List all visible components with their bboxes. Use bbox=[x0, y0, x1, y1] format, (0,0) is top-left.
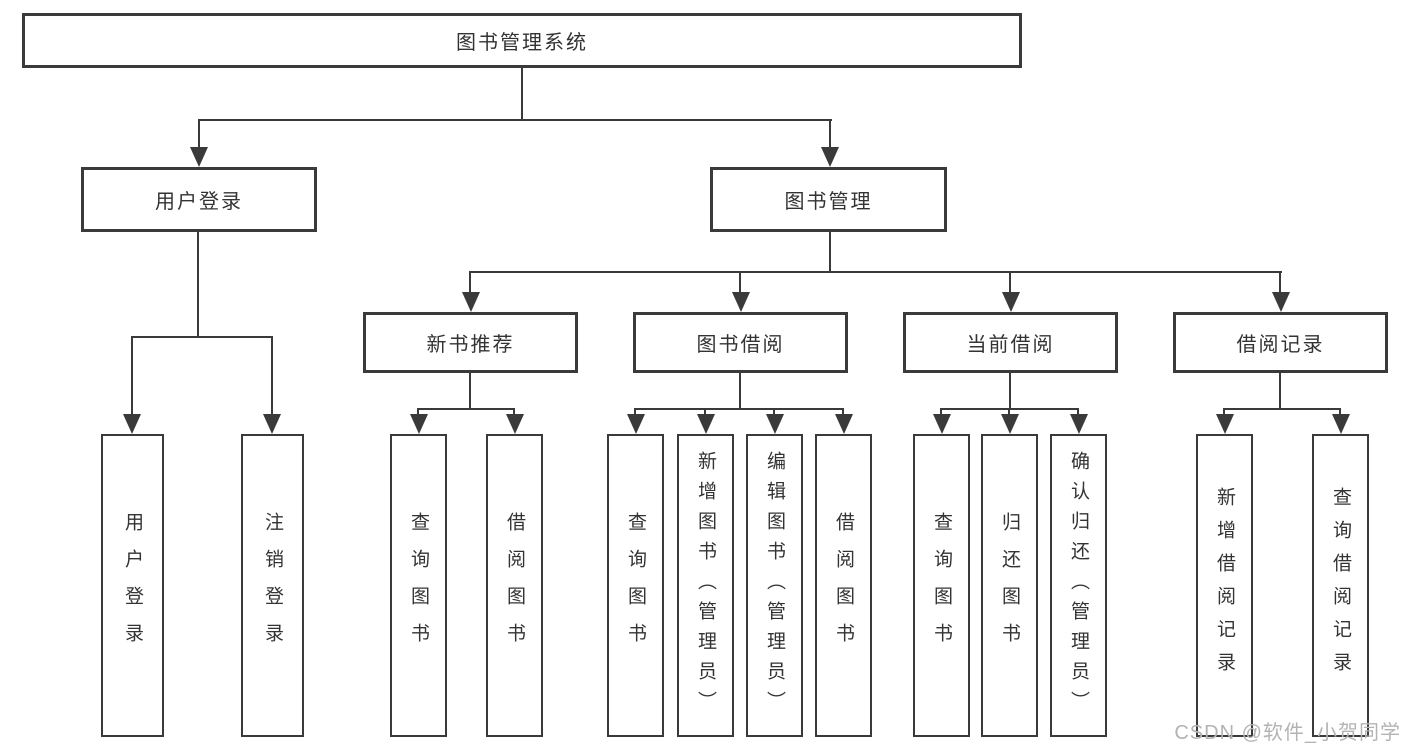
arrowhead bbox=[263, 414, 281, 434]
node-query-books-1: 查询图书 bbox=[390, 434, 447, 737]
connector-line bbox=[469, 271, 471, 294]
node-label: 新增借阅记录 bbox=[1214, 486, 1235, 685]
node-label: 查询图书 bbox=[625, 511, 646, 660]
node-user-login: 用户登录 bbox=[81, 167, 317, 232]
node-label: 用户登录 bbox=[122, 511, 143, 660]
arrowhead bbox=[1272, 292, 1290, 312]
connector-line bbox=[1339, 408, 1341, 417]
arrowhead bbox=[766, 414, 784, 434]
connector-line bbox=[773, 408, 775, 417]
connector-line bbox=[131, 336, 273, 338]
node-library-system: 图书管理系统 bbox=[22, 13, 1022, 68]
node-borrow-books-1: 借阅图书 bbox=[486, 434, 543, 737]
arrowhead bbox=[933, 414, 951, 434]
node-query-borrow-record: 查询借阅记录 bbox=[1312, 434, 1369, 737]
arrowhead bbox=[835, 414, 853, 434]
connector-line bbox=[634, 408, 636, 417]
node-borrowing-records: 借阅记录 bbox=[1173, 312, 1388, 373]
connector-line bbox=[1008, 408, 1010, 417]
connector-line bbox=[198, 119, 832, 121]
arrowhead bbox=[821, 147, 839, 167]
connector-line bbox=[417, 408, 419, 417]
node-label: 新书推荐 bbox=[426, 334, 515, 356]
node-label: 借阅记录 bbox=[1236, 334, 1325, 356]
connector-line bbox=[513, 408, 515, 417]
node-borrow-books-2: 借阅图书 bbox=[815, 434, 872, 737]
node-confirm-return-admin: 确认归还（管理员） bbox=[1050, 434, 1107, 737]
connector-line bbox=[469, 271, 1282, 273]
connector-line bbox=[842, 408, 844, 417]
connector-line bbox=[704, 408, 706, 417]
connector-line bbox=[634, 408, 844, 410]
node-query-books-3: 查询图书 bbox=[913, 434, 970, 737]
node-add-borrow-record: 新增借阅记录 bbox=[1196, 434, 1253, 737]
connector-line bbox=[739, 271, 741, 294]
node-logout: 注销登录 bbox=[241, 434, 304, 737]
node-new-book-recommendation: 新书推荐 bbox=[363, 312, 578, 373]
node-label: 查询图书 bbox=[408, 511, 429, 660]
node-return-books: 归还图书 bbox=[981, 434, 1038, 737]
node-label: 借阅图书 bbox=[504, 511, 525, 660]
node-label: 归还图书 bbox=[999, 511, 1020, 660]
node-label: 查询图书 bbox=[931, 511, 952, 660]
connector-line bbox=[198, 119, 200, 149]
connector-line bbox=[1009, 373, 1011, 410]
node-label: 查询借阅记录 bbox=[1330, 486, 1351, 685]
node-add-books-admin: 新增图书（管理员） bbox=[677, 434, 734, 737]
connector-line bbox=[1279, 373, 1281, 410]
arrowhead bbox=[190, 147, 208, 167]
node-label: 编辑图书（管理员） bbox=[764, 450, 785, 721]
connector-line bbox=[1223, 408, 1225, 417]
arrowhead bbox=[1216, 414, 1234, 434]
node-label: 图书借阅 bbox=[696, 334, 785, 356]
connector-line bbox=[940, 408, 942, 417]
arrowhead bbox=[1070, 414, 1088, 434]
connector-line bbox=[739, 373, 741, 410]
node-label: 确认归还（管理员） bbox=[1068, 450, 1089, 721]
node-book-borrowing: 图书借阅 bbox=[633, 312, 848, 373]
connector-line bbox=[469, 373, 471, 410]
connector-line bbox=[1077, 408, 1079, 417]
csdn-watermark: CSDN @软件_小贺同学 bbox=[1174, 722, 1401, 744]
arrowhead bbox=[462, 292, 480, 312]
node-label: 注销登录 bbox=[262, 511, 283, 660]
arrowhead bbox=[410, 414, 428, 434]
connector-line bbox=[1223, 408, 1341, 410]
connector-line bbox=[1279, 271, 1281, 294]
node-edit-books-admin: 编辑图书（管理员） bbox=[746, 434, 803, 737]
node-label: 当前借阅 bbox=[966, 334, 1055, 356]
node-label: 图书管理 bbox=[784, 191, 873, 213]
connector-line bbox=[197, 232, 199, 338]
arrowhead bbox=[506, 414, 524, 434]
connector-line bbox=[131, 336, 133, 416]
node-label: 新增图书（管理员） bbox=[695, 450, 716, 721]
node-label: 用户登录 bbox=[155, 191, 243, 213]
arrowhead bbox=[732, 292, 750, 312]
node-label: 图书管理系统 bbox=[456, 32, 588, 54]
connector-line bbox=[521, 68, 523, 121]
node-label: 借阅图书 bbox=[833, 511, 854, 660]
arrowhead bbox=[697, 414, 715, 434]
connector-line bbox=[271, 336, 273, 416]
connector-line bbox=[829, 119, 831, 149]
node-query-books-2: 查询图书 bbox=[607, 434, 664, 737]
connector-line bbox=[1009, 271, 1011, 294]
connector-line bbox=[417, 408, 515, 410]
node-user-login-leaf: 用户登录 bbox=[101, 434, 164, 737]
arrowhead bbox=[1001, 414, 1019, 434]
arrowhead bbox=[1332, 414, 1350, 434]
node-book-management: 图书管理 bbox=[710, 167, 947, 232]
node-current-borrowing: 当前借阅 bbox=[903, 312, 1118, 373]
connector-line bbox=[829, 232, 831, 273]
arrowhead bbox=[123, 414, 141, 434]
arrowhead bbox=[627, 414, 645, 434]
arrowhead bbox=[1002, 292, 1020, 312]
